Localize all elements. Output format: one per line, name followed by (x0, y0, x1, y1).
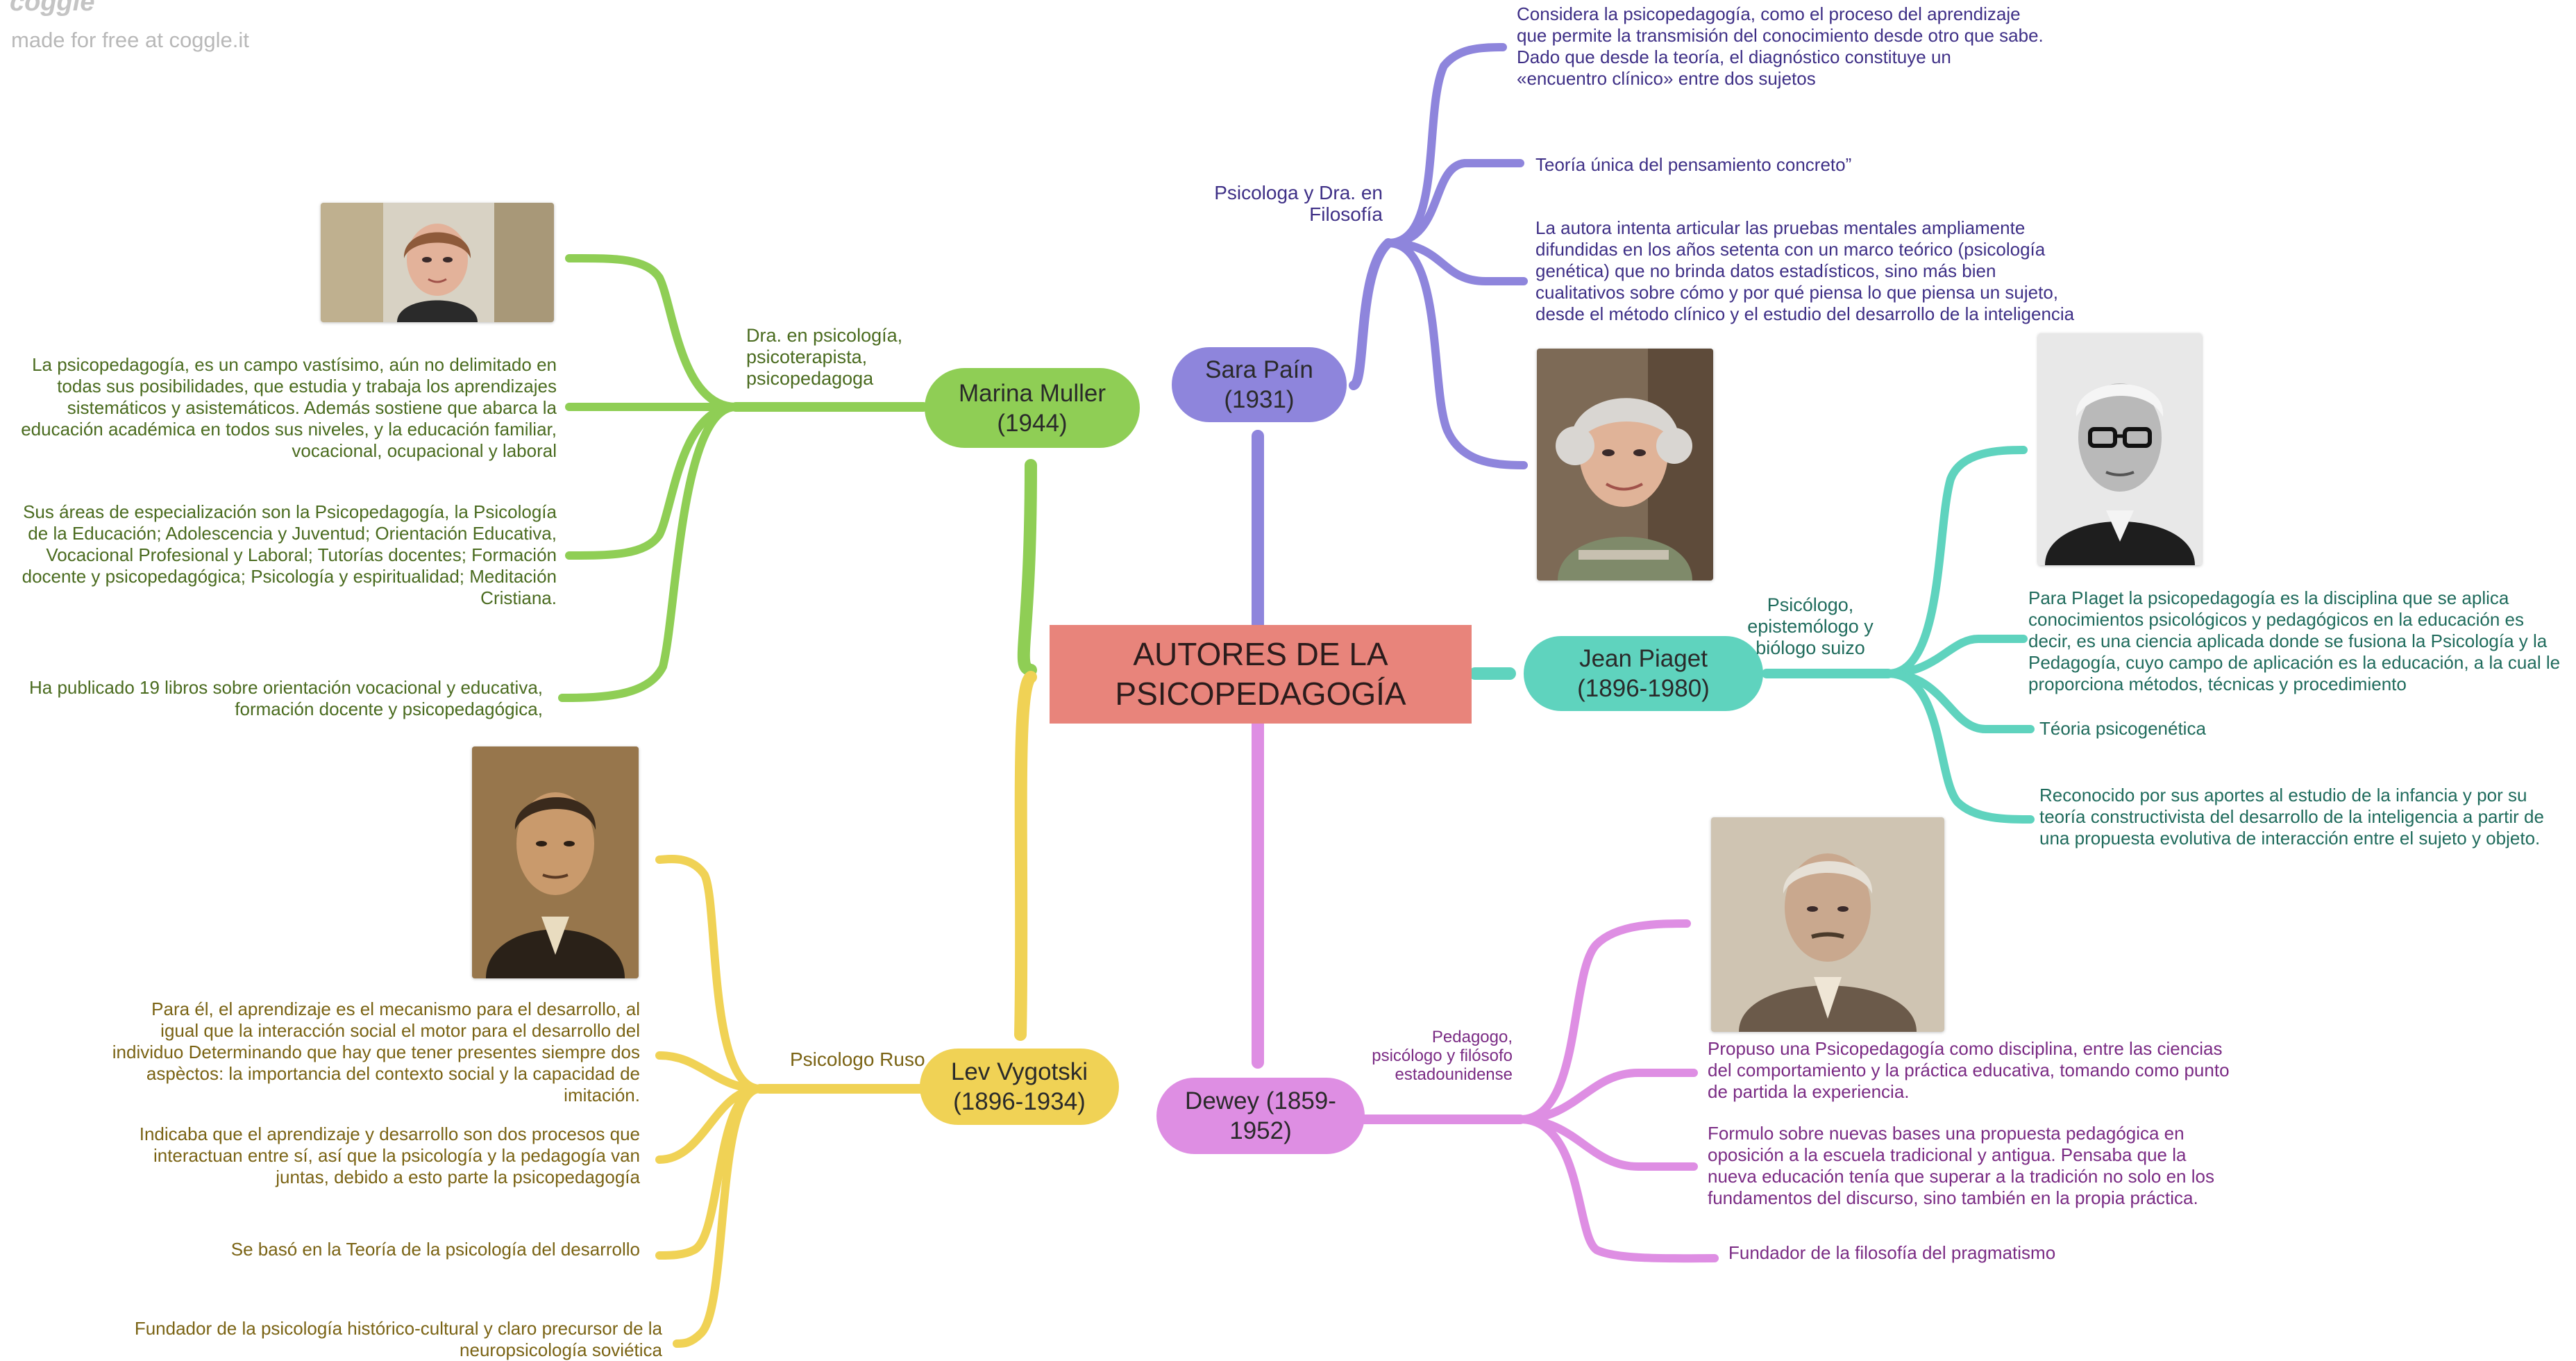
muller-leaf-1: La psicopedagogía, es un campo vastísimo… (21, 354, 557, 461)
connector-piaget-leaf3 (1884, 669, 2035, 824)
portrait-man-sepia-icon (1711, 817, 1944, 1032)
connector-pain-leaf3 (1384, 239, 1528, 285)
vygotski-leaf-3: Se basó en la Teoría de la psicología de… (230, 1239, 640, 1260)
node-sara-pain[interactable]: Sara Paín (1931) (1172, 347, 1347, 422)
pain-role: Psicologa y Dra. en Filosofía (1214, 182, 1383, 225)
connector-vygotski-leaf3 (655, 1085, 764, 1260)
portrait-man-vintage-icon (472, 746, 639, 978)
pain-leaf-3: La autora intenta articular las pruebas … (1535, 217, 2075, 324)
root-node[interactable]: AUTORES DE LA PSICOPEDAGOGÍA (1050, 625, 1472, 724)
muller-leaf-3: Ha publicado 19 libros sobre orientación… (29, 677, 543, 719)
node-label: Lev Vygotski (1896-1934) (950, 1058, 1088, 1115)
connector-vygotski-leaf4 (673, 1085, 764, 1348)
connector-dewey-leaf3 (1516, 1115, 1719, 1263)
connector-root-muller (1017, 459, 1037, 676)
root-title: AUTORES DE LA PSICOPEDAGOGÍA (1115, 636, 1406, 712)
muller-leaf-2: Sus áreas de especialización son la Psic… (22, 501, 557, 608)
piaget-photo (2038, 333, 2202, 565)
dewey-leaf-3: Fundador de la filosofía del pragmatismo (1728, 1242, 2056, 1263)
connector-muller-photo (565, 253, 740, 411)
piaget-leaf-1: Para PIaget la psicopedagogía es la disc… (2028, 587, 2561, 694)
node-label: Marina Muller (1944) (959, 379, 1106, 437)
connector-pain-hub (1349, 238, 1393, 390)
portrait-man-glasses-icon (2038, 333, 2202, 565)
pain-leaf-2: Teoría única del pensamiento concreto” (1535, 154, 1852, 175)
piaget-leaf-2: Téoria psicogenética (2039, 718, 2206, 739)
portrait-woman-icon (321, 203, 554, 322)
node-label: Sara Paín (1931) (1205, 356, 1313, 413)
pain-leaf-1: Considera la psicopedagogía, como el pro… (1517, 3, 2044, 89)
dewey-leaf-1: Propuso una Psicopedagogía como discipli… (1708, 1038, 2230, 1102)
piaget-leaf-3: Reconocido por sus aportes al estudio de… (2039, 785, 2544, 849)
connector-dewey-photo (1516, 919, 1691, 1124)
vygotski-leaf-1: Para él, el aprendizaje es el mecanismo … (112, 999, 640, 1105)
node-label: Jean Piaget (1896-1980) (1577, 645, 1710, 702)
piaget-role: Psicólogo, epistemólogo y biólogo suizo (1747, 594, 1874, 658)
connector-pain-leaf2 (1384, 159, 1524, 247)
connector-muller-leaf3 (558, 403, 740, 702)
vygotski-leaf-2: Indicaba que el aprendizaje y desarrollo… (139, 1124, 640, 1187)
connector-piaget-photo (1884, 446, 2028, 678)
connector-vygotski-leaf1 (655, 1051, 764, 1093)
connector-vygotski-photo (655, 855, 764, 1093)
connector-muller-leaf2 (565, 403, 740, 560)
node-jean-piaget[interactable]: Jean Piaget (1896-1980) (1524, 636, 1763, 711)
muller-role: Dra. en psicología, psicoterapista, psic… (746, 325, 903, 389)
dewey-role: Pedagogo, psicólogo y filósofo estadouni… (1372, 1028, 1513, 1084)
pain-photo (1537, 349, 1713, 581)
portrait-woman-grey-hair-icon (1537, 349, 1713, 581)
connector-pain-leaf1 (1384, 43, 1507, 247)
node-label: Dewey (1859-1952) (1185, 1087, 1336, 1144)
coggle-logo: coggle (10, 0, 95, 17)
vygotski-role: Psicologo Ruso (790, 1049, 925, 1070)
muller-photo (321, 203, 554, 322)
node-dewey[interactable]: Dewey (1859-1952) (1156, 1078, 1365, 1154)
vygotski-photo (472, 746, 639, 978)
coggle-credit: made for free at coggle.it (11, 28, 249, 52)
connector-pain-photo (1384, 239, 1528, 469)
connector-dewey-leaf1 (1516, 1069, 1698, 1124)
node-lev-vygotski[interactable]: Lev Vygotski (1896-1934) (920, 1049, 1119, 1125)
node-marina-muller[interactable]: Marina Muller (1944) (925, 368, 1140, 448)
dewey-photo (1711, 817, 1944, 1032)
vygotski-leaf-4: Fundador de la psicología histórico-cult… (134, 1318, 662, 1360)
connector-piaget-leaf1 (1884, 635, 2028, 678)
connector-root-vygotski (1014, 671, 1037, 1041)
dewey-leaf-2: Formulo sobre nuevas bases una propuesta… (1708, 1123, 2214, 1208)
